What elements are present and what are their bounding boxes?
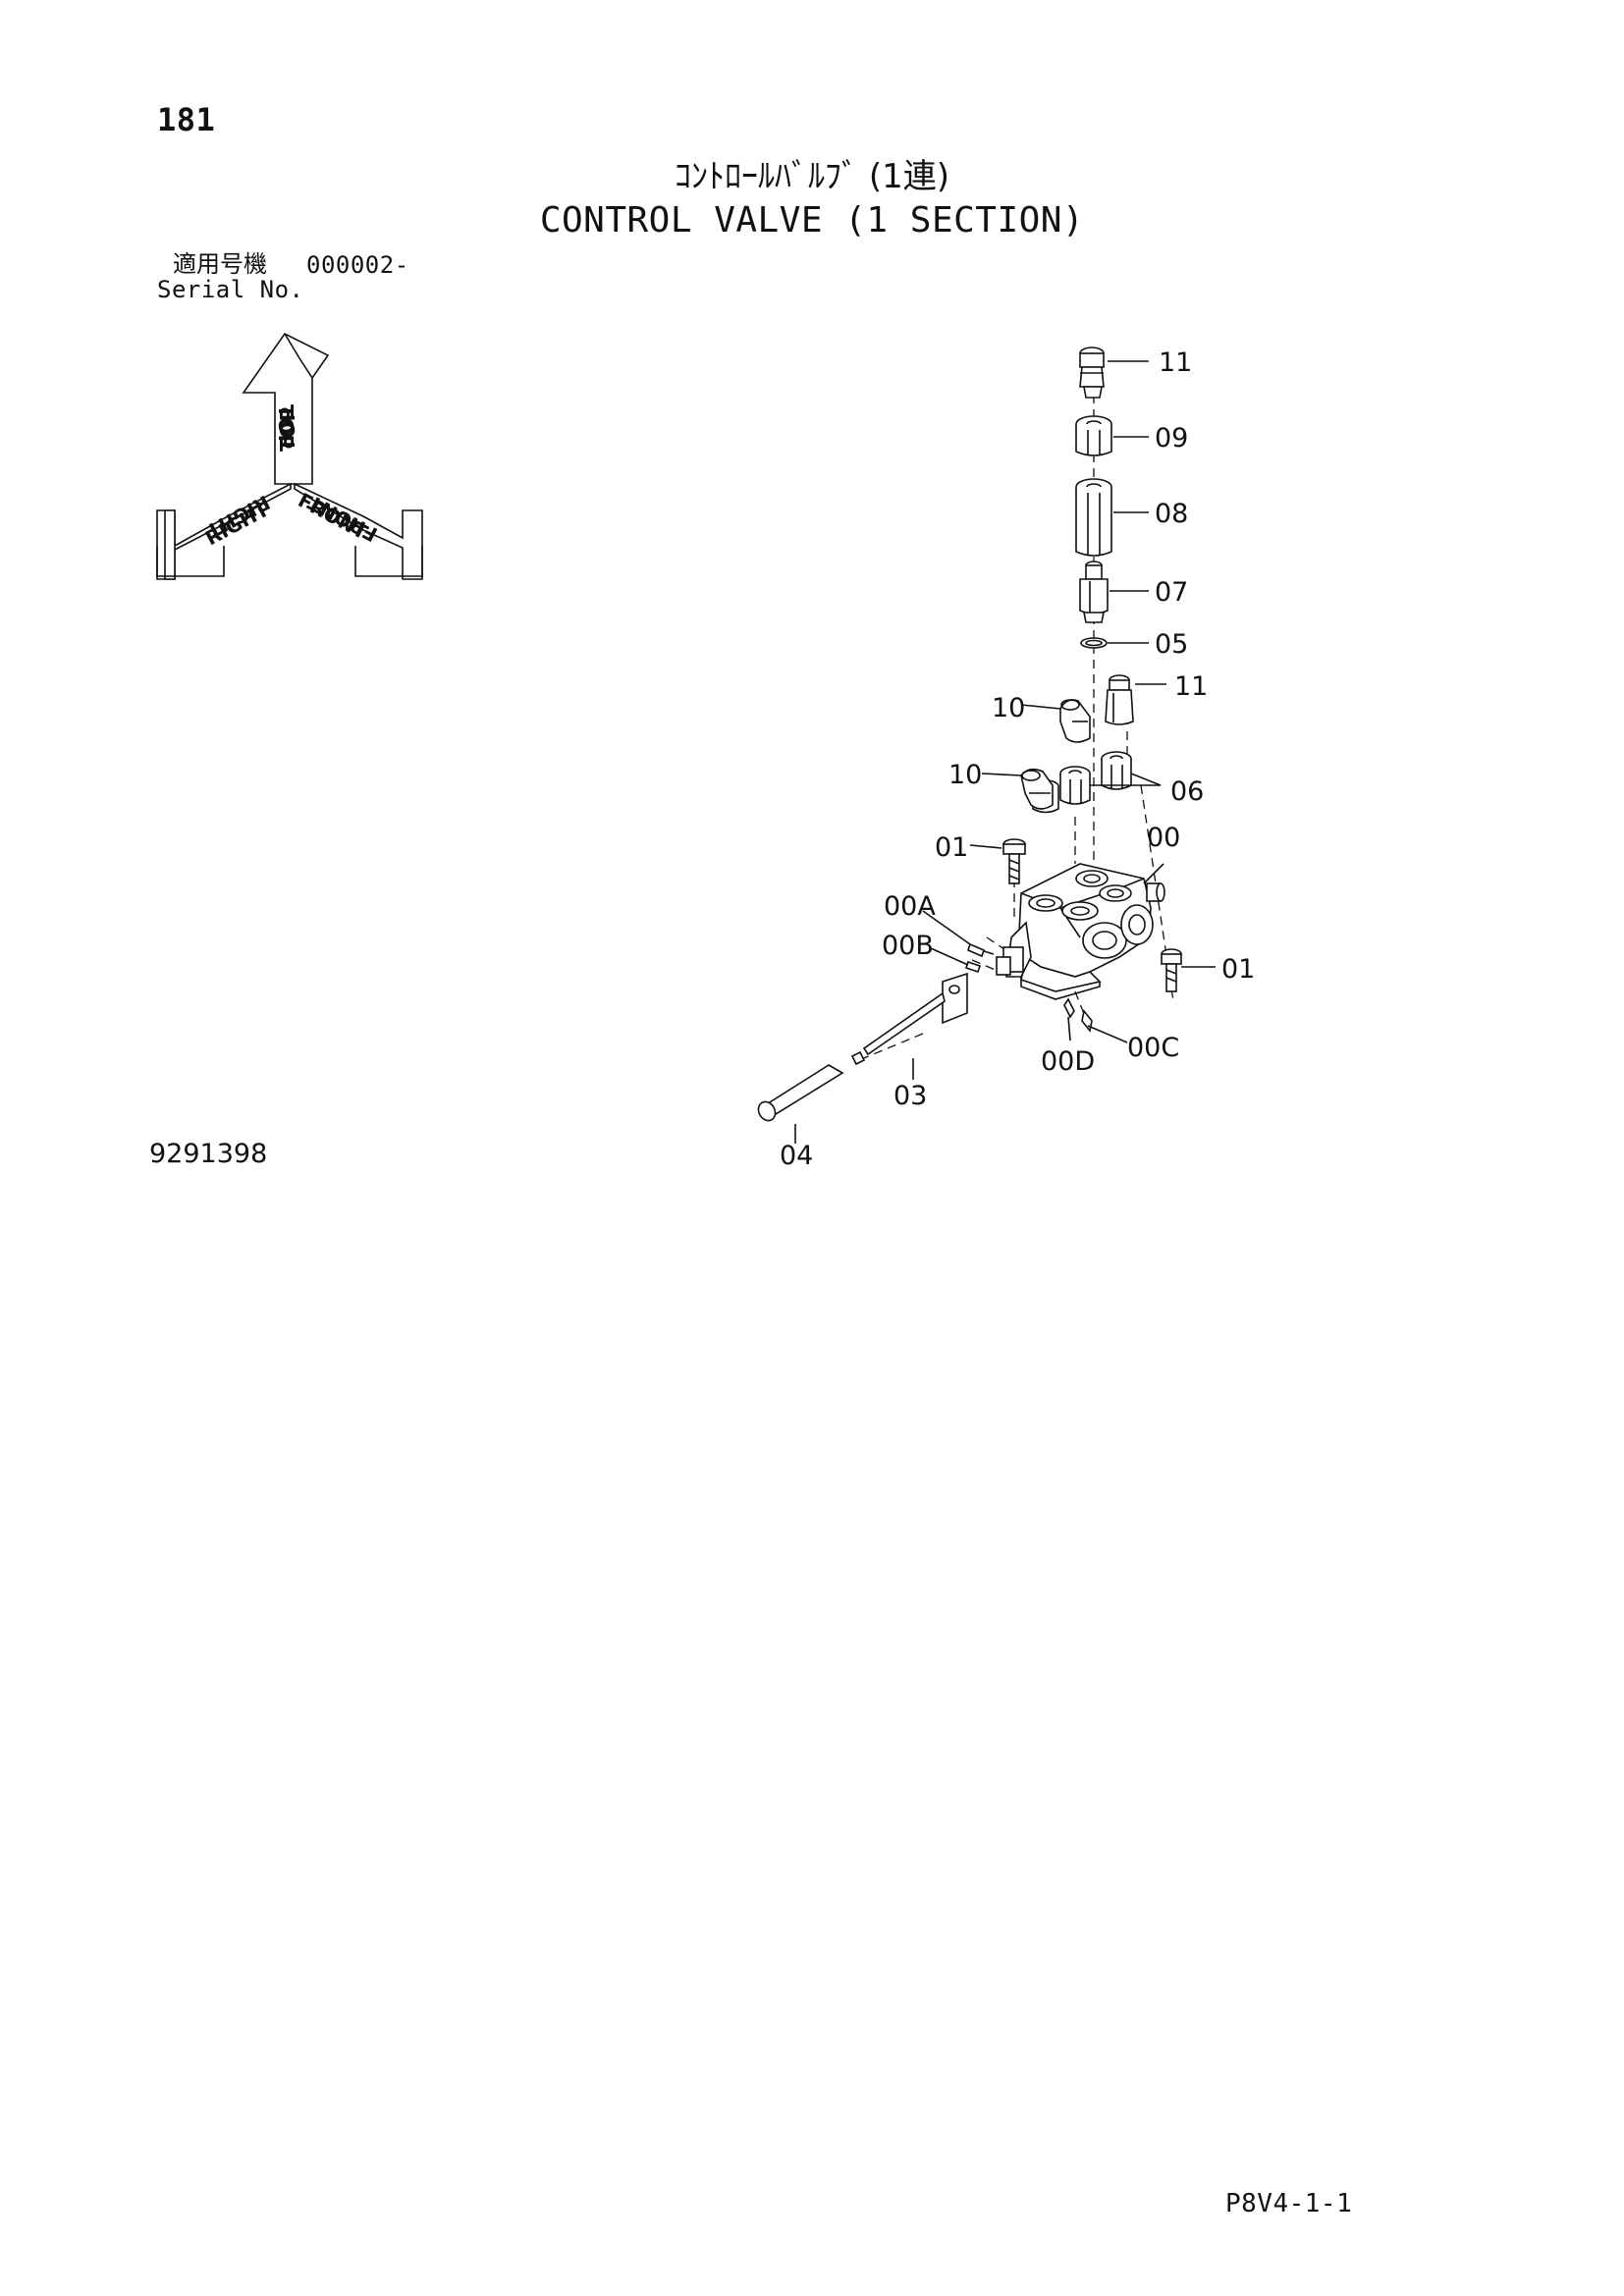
callout-00C: 00C xyxy=(1127,1033,1179,1063)
part-00C-clip xyxy=(1081,1009,1093,1033)
part-04-grip xyxy=(757,1064,844,1122)
page-number: 181 xyxy=(157,101,216,138)
callout-07: 07 xyxy=(1155,577,1188,608)
part-08-hex-sleeve xyxy=(1075,478,1112,557)
callout-01-left: 01 xyxy=(935,832,968,863)
page-code: P8V4-1-1 xyxy=(1225,2189,1353,2218)
callout-11-top: 11 xyxy=(1159,347,1192,378)
callout-06: 06 xyxy=(1170,776,1204,807)
serial-label: 適用号機 Serial No. xyxy=(157,251,304,302)
part-00B-pin xyxy=(964,960,982,974)
top-arrow xyxy=(242,332,330,485)
part-01-left-bolt xyxy=(1002,838,1026,884)
callout-04: 04 xyxy=(780,1141,813,1171)
callout-08: 08 xyxy=(1155,499,1188,529)
part-07-adapter xyxy=(1079,561,1109,623)
callout-00: 00 xyxy=(1147,823,1180,853)
front-arrow xyxy=(294,482,423,580)
callout-05: 05 xyxy=(1155,629,1188,660)
callout-00D: 00D xyxy=(1041,1046,1095,1077)
serial-label-jp: 適用号機 xyxy=(173,250,267,278)
callout-01-right: 01 xyxy=(1221,954,1255,985)
drawing-number: 9291398 xyxy=(149,1139,268,1169)
part-03-lever xyxy=(850,972,968,1066)
leader-lines xyxy=(794,360,1216,1144)
part-05-o-ring xyxy=(1080,637,1108,649)
title-japanese: ｺﾝﾄﾛｰﾙﾊﾞﾙﾌﾞ (1連) xyxy=(675,157,949,196)
callout-10-upper: 10 xyxy=(992,693,1025,723)
callout-09: 09 xyxy=(1155,423,1188,454)
serial-label-en: Serial No. xyxy=(157,276,304,303)
orientation-top-label-mirrored: TOP xyxy=(276,407,299,452)
part-09-nut xyxy=(1075,415,1112,456)
part-11-mid-fitting xyxy=(1105,674,1134,725)
part-11-top-fitting xyxy=(1079,347,1105,399)
part-00A-pin xyxy=(967,942,995,958)
orientation-top-label: TOP xyxy=(274,404,298,449)
title-english: CONTROL VALVE (1 SECTION) xyxy=(539,200,1085,240)
callout-00A: 00A xyxy=(884,891,936,922)
callout-10-lower: 10 xyxy=(948,760,982,790)
part-10-upper-elbow xyxy=(1059,699,1091,743)
callout-00B: 00B xyxy=(882,931,934,961)
serial-number-range: 000002- xyxy=(306,251,409,279)
part-10-lower-elbow xyxy=(1020,768,1054,810)
part-01-right-bolt xyxy=(1161,948,1182,992)
part-00-valve-body xyxy=(996,863,1165,1000)
orientation-indicator: TOP TOP RIGHT RIGHT FRONT FRONT xyxy=(156,332,423,580)
callout-03: 03 xyxy=(893,1081,927,1111)
part-00D-clip xyxy=(1063,997,1075,1019)
callout-11-mid: 11 xyxy=(1174,671,1208,702)
callout-labels: 11 09 08 07 05 11 10 10 06 01 00 00A 00B… xyxy=(780,347,1255,1171)
